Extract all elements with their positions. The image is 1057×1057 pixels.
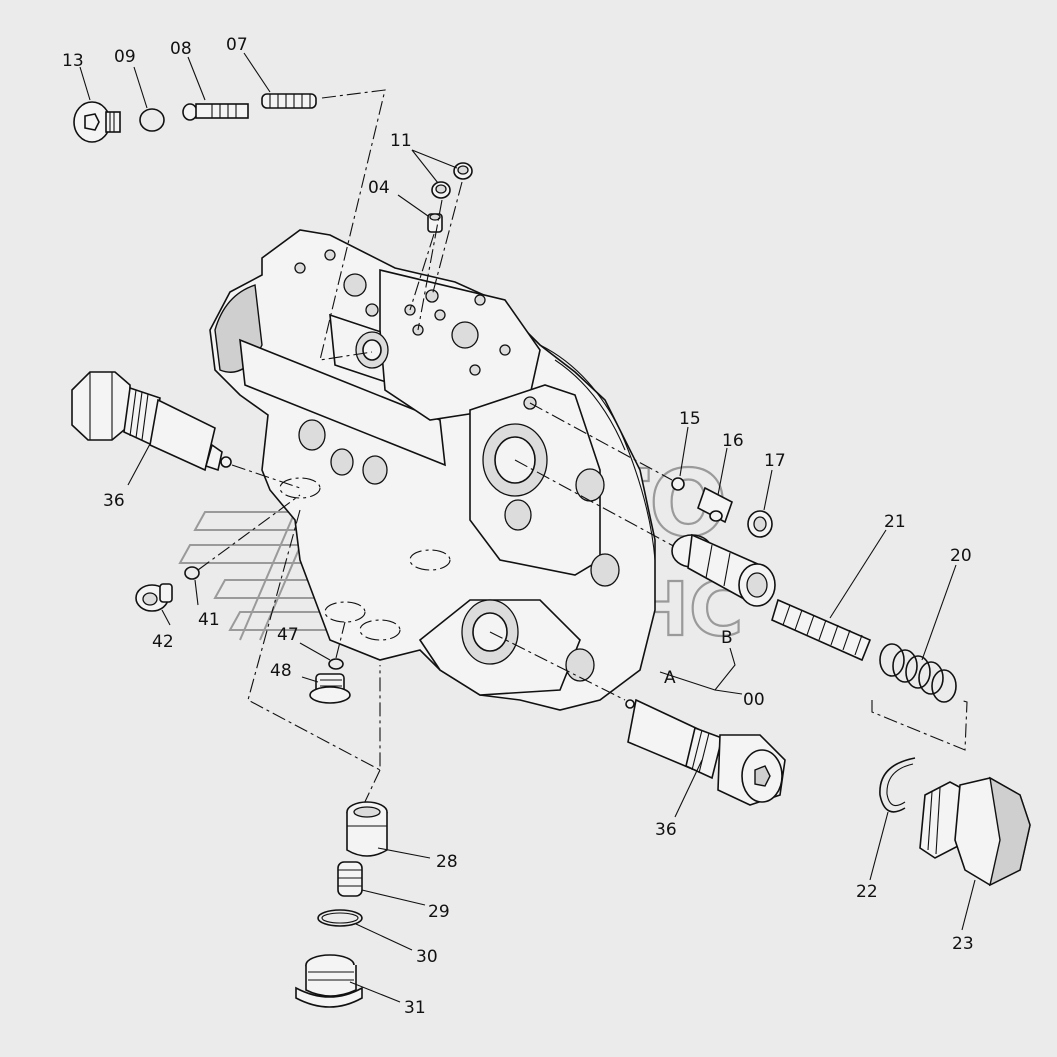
- callout-labels: 13 09 08 07 11 04 36 15 16 17 21 20 42 4…: [62, 35, 974, 1018]
- ring-22: [879, 757, 916, 813]
- callout-15: 15: [679, 409, 701, 429]
- callout-22: 22: [856, 882, 878, 902]
- callout-20: 20: [950, 546, 972, 566]
- plug-42: [135, 583, 173, 612]
- spring-07: [261, 93, 317, 109]
- ring-47: [328, 658, 344, 670]
- callout-00: 00: [743, 690, 765, 710]
- plug-11-lower: [431, 181, 451, 199]
- spring-21: [771, 598, 872, 662]
- cartridge-36-left: [71, 371, 232, 472]
- callout-A: A: [664, 668, 676, 688]
- callout-04: 04: [368, 178, 390, 198]
- callout-09: 09: [114, 47, 136, 67]
- ring-09: [139, 108, 165, 132]
- ring-30: [317, 909, 363, 927]
- callout-36-right: 36: [655, 820, 677, 840]
- callout-47: 47: [277, 625, 299, 645]
- callout-16: 16: [722, 431, 744, 451]
- callout-42: 42: [152, 632, 174, 652]
- valve-body: [209, 229, 656, 711]
- callout-41: 41: [198, 610, 220, 630]
- pin-08: [182, 103, 249, 121]
- plug-23: [919, 776, 1031, 887]
- plug-04: [427, 213, 443, 233]
- ring-41: [184, 566, 200, 580]
- ball-15: [671, 477, 685, 491]
- callout-17: 17: [764, 451, 786, 471]
- plug-13: [73, 101, 121, 143]
- spring-29: [337, 861, 363, 897]
- plug-48: [309, 673, 351, 704]
- spool-00: [671, 533, 776, 607]
- plug-17: [747, 510, 773, 538]
- pin-16: [697, 486, 733, 524]
- callout-48: 48: [270, 661, 292, 681]
- spring-20: [879, 643, 957, 703]
- plug-31: [295, 954, 363, 1008]
- sleeve-28: [346, 801, 388, 857]
- callout-B: B: [721, 628, 733, 648]
- callout-07: 07: [226, 35, 248, 55]
- callout-30: 30: [416, 947, 438, 967]
- callout-31: 31: [404, 998, 426, 1018]
- callout-23: 23: [952, 934, 974, 954]
- plug-11-upper: [453, 162, 473, 180]
- callout-28: 28: [436, 852, 458, 872]
- callout-36-left: 36: [103, 491, 125, 511]
- leader-lines: [79, 52, 976, 1003]
- callout-13: 13: [62, 51, 84, 71]
- callout-08: 08: [170, 39, 192, 59]
- callout-11: 11: [390, 131, 412, 151]
- cartridge-36-right: [625, 698, 786, 806]
- callout-21: 21: [884, 512, 906, 532]
- callout-29: 29: [428, 902, 450, 922]
